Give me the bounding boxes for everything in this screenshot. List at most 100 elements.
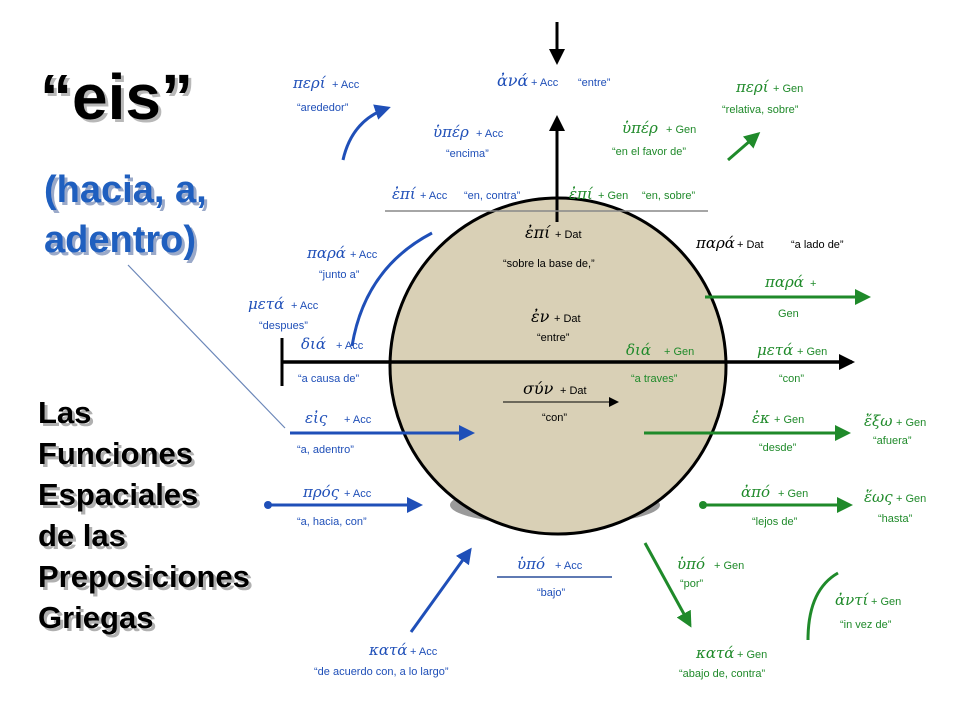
- hupo-gen-greek: ὑπό: [677, 555, 705, 573]
- epi-dat-meaning: “sobre la base de,”: [503, 258, 595, 270]
- side-title-line: Espaciales: [38, 477, 199, 512]
- peri-gen-case: + Gen: [773, 83, 803, 95]
- apo-gen-meaning: “lejos de”: [752, 516, 798, 528]
- para-dat-meaning: “a lado de”: [791, 239, 844, 251]
- central-circle: [388, 196, 728, 536]
- para-dat-case: + Dat: [737, 239, 764, 251]
- pros-acc-case: + Acc: [344, 488, 372, 500]
- huper-acc-meaning: “encima”: [446, 148, 489, 160]
- exo-gen-case: + Gen: [896, 417, 926, 429]
- para-acc-arc: [350, 231, 433, 347]
- para-acc-greek: παρά: [306, 244, 346, 262]
- huper-acc-case: + Acc: [476, 128, 504, 140]
- dia-gen-meaning: “a traves”: [631, 373, 678, 385]
- eis-subtitle: (hacia, a, adentro): [44, 165, 207, 265]
- peri-acc-greek: περί: [292, 74, 327, 92]
- epi-acc-greek: ἐπί: [392, 185, 417, 203]
- anti-gen-greek: ἀντί: [835, 591, 870, 609]
- side-title-line: Funciones: [38, 436, 194, 471]
- side-title-line: Preposiciones: [38, 559, 250, 594]
- eis-acc-meaning: “a, adentro”: [297, 444, 354, 456]
- eis-subtitle-line1: (hacia, a,: [44, 169, 207, 211]
- eis-title: “eis”: [40, 61, 193, 133]
- exo-gen-greek: ἔξω: [864, 412, 893, 430]
- sun-dat-case: + Dat: [560, 385, 587, 397]
- eis-acc-case: + Acc: [344, 414, 372, 426]
- para-acc-case: + Acc: [350, 249, 378, 261]
- eis-subtitle-line2: adentro): [44, 219, 196, 261]
- heos-gen-greek: ἕως: [864, 488, 893, 506]
- en-dat-case: + Dat: [554, 313, 581, 325]
- sun-dat-meaning: “con”: [542, 412, 567, 424]
- hupo-acc-meaning: “bajo”: [537, 587, 565, 599]
- ana-meaning: “entre”: [578, 77, 611, 89]
- anti-arc: [806, 571, 839, 641]
- kata-gen-case: + Gen: [737, 649, 767, 661]
- dia-gen-greek: διά: [626, 341, 651, 359]
- anti-gen-case: + Gen: [871, 596, 901, 608]
- epi-acc-case: + Acc: [420, 190, 448, 202]
- eis-acc-greek: εἰς: [305, 409, 328, 427]
- epi-gen-meaning: “en, sobre”: [642, 190, 696, 202]
- meta-acc-greek: μετά: [248, 295, 284, 313]
- ek-gen-case: + Gen: [774, 414, 804, 426]
- pros-acc-greek: πρός: [302, 483, 340, 501]
- hupo-gen-meaning: “por”: [680, 578, 704, 590]
- sun-dat-greek: σύν: [523, 379, 554, 398]
- hupo-acc-greek: ὑπό: [517, 555, 545, 573]
- anti-gen-meaning: “in vez de”: [840, 619, 892, 631]
- apo-gen-case: + Gen: [778, 488, 808, 500]
- apo-gen-greek: ἀπό: [741, 483, 770, 501]
- meta-acc-case: + Acc: [291, 300, 319, 312]
- dia-gen-case: + Gen: [664, 346, 694, 358]
- epi-dat-greek: ἐπί: [525, 223, 551, 242]
- side-title-line: Griegas: [38, 600, 154, 635]
- peri-acc-case: + Acc: [332, 79, 360, 91]
- meta-gen-case: + Gen: [797, 346, 827, 358]
- peri-gen-meaning: “relativa, sobre”: [722, 104, 799, 116]
- huper-gen-greek: ὑπέρ: [622, 119, 658, 137]
- dia-acc-meaning: “a causa de”: [298, 373, 359, 385]
- epi-acc-meaning: “en, contra”: [464, 190, 521, 202]
- epi-dat-case: + Dat: [555, 229, 582, 241]
- dia-acc-greek: διά: [301, 335, 326, 353]
- en-dat-meaning: “entre”: [537, 332, 570, 344]
- huper-acc-greek: ὑπέρ: [433, 123, 469, 141]
- para-gen-greek: παρά: [764, 273, 804, 291]
- epi-gen-greek: ἐπί: [569, 185, 594, 203]
- heos-gen-case: + Gen: [896, 493, 926, 505]
- para-acc-meaning: “junto a”: [319, 269, 360, 281]
- kata-acc-greek: κατά: [368, 641, 407, 659]
- epi-gen-case: + Gen: [598, 190, 628, 202]
- kata-acc-case: + Acc: [410, 646, 438, 658]
- kata-gen-arrow: [643, 542, 692, 628]
- side-title-line: de las: [38, 518, 126, 553]
- kata-acc-arrow: [409, 547, 472, 633]
- ek-gen-meaning: “desde”: [759, 442, 797, 454]
- ana-greek: ἀνά: [497, 71, 529, 90]
- side-title: Las Funciones Espaciales de las Preposic…: [38, 392, 250, 638]
- hupo-gen-case: + Gen: [714, 560, 744, 572]
- heos-gen-meaning: “hasta”: [878, 513, 913, 525]
- hupo-acc-case: + Acc: [555, 560, 583, 572]
- kata-gen-meaning: “abajo de, contra”: [679, 668, 766, 680]
- dia-acc-case: + Acc: [336, 340, 364, 352]
- para-gen-case: +: [810, 278, 816, 290]
- huper-gen-case: + Gen: [666, 124, 696, 136]
- peri-acc-meaning: “arededor”: [297, 102, 349, 114]
- ana-case: + Acc: [531, 77, 559, 89]
- ek-gen-greek: ἐκ: [752, 409, 770, 427]
- connector-line: [127, 264, 286, 429]
- exo-gen-meaning: “afuera”: [873, 435, 912, 447]
- huper-gen-meaning: “en el favor de”: [612, 146, 686, 158]
- kata-gen-greek: κατά: [695, 644, 734, 662]
- meta-gen-meaning: “con”: [779, 373, 804, 385]
- peri-gen-greek: περί: [735, 78, 770, 96]
- para-dat-greek: παρά: [695, 234, 735, 252]
- meta-acc-meaning: “despues”: [259, 320, 308, 332]
- kata-acc-meaning: “de acuerdo con, a lo largo”: [314, 666, 449, 678]
- peri-gen-arrow: [727, 132, 761, 162]
- pros-acc-meaning: “a, hacia, con”: [297, 516, 367, 528]
- peri-acc-arc: [341, 104, 391, 161]
